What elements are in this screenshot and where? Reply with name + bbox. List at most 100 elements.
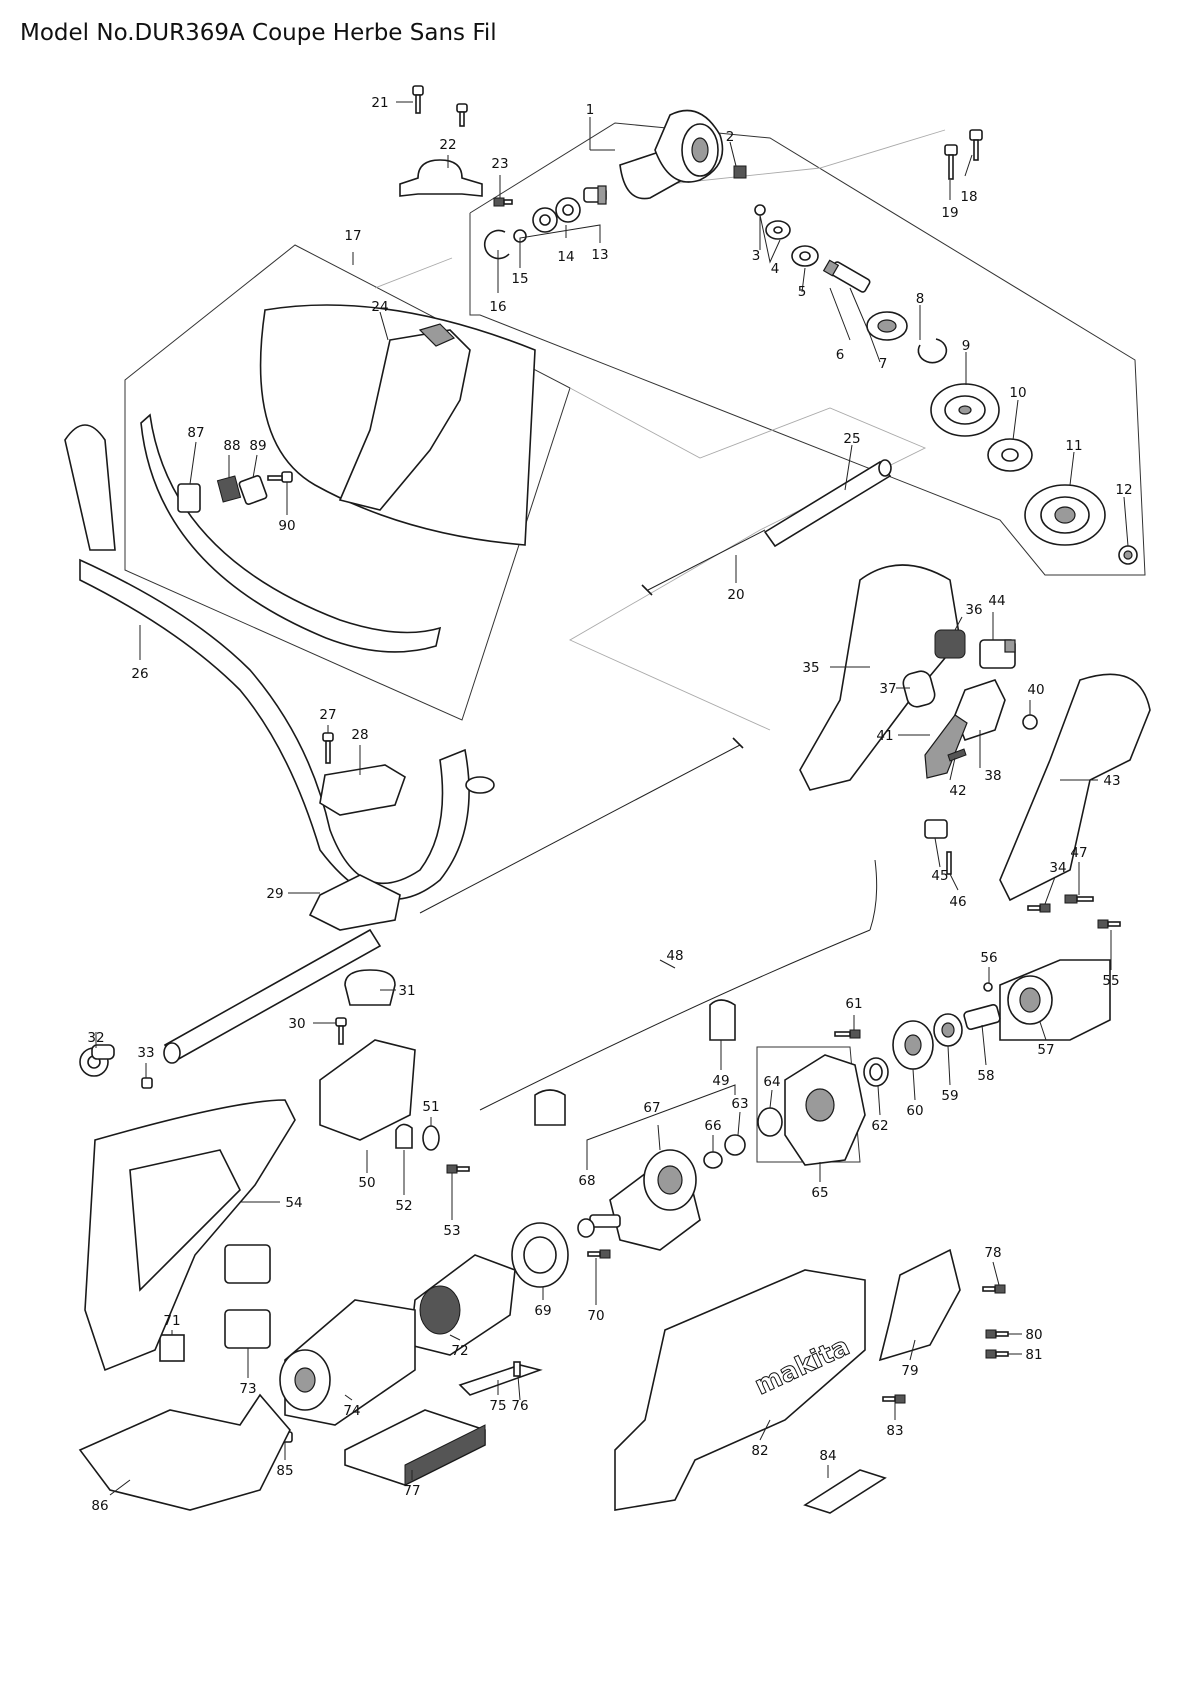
part-2-bolt bbox=[733, 165, 747, 179]
part-20-drive-shaft bbox=[641, 529, 766, 596]
part-68-washer bbox=[577, 1218, 595, 1238]
part-55-screw bbox=[1097, 919, 1121, 929]
part-label-54: 54 bbox=[285, 1195, 302, 1211]
part-label-14: 14 bbox=[557, 249, 574, 265]
part-34-screw bbox=[1027, 903, 1051, 913]
part-label-87: 87 bbox=[187, 425, 204, 441]
part-label-60: 60 bbox=[906, 1103, 923, 1119]
leader-lines bbox=[95, 101, 1129, 1496]
part-63-bushing bbox=[724, 1134, 746, 1156]
part-79-cover bbox=[878, 1248, 961, 1362]
part-label-21: 21 bbox=[371, 95, 388, 111]
part-27-bolt bbox=[322, 732, 334, 764]
part-label-64: 64 bbox=[763, 1074, 780, 1090]
part-73-brush-holder-b bbox=[224, 1244, 271, 1284]
part-1-gear-housing bbox=[619, 109, 724, 200]
part-49-clamp-b bbox=[534, 1089, 566, 1126]
part-label-49: 49 bbox=[712, 1073, 729, 1089]
part-label-6: 6 bbox=[836, 347, 845, 363]
part-label-55: 55 bbox=[1102, 973, 1119, 989]
part-label-67: 67 bbox=[643, 1100, 660, 1116]
part-48-wire-tail bbox=[869, 859, 878, 931]
part-label-23: 23 bbox=[491, 156, 508, 172]
part-84-label bbox=[803, 1469, 887, 1514]
part-label-29: 29 bbox=[266, 886, 283, 902]
part-label-69: 69 bbox=[534, 1303, 551, 1319]
part-80-screw bbox=[985, 1329, 1009, 1339]
part-89-plate bbox=[238, 475, 268, 505]
part-label-73: 73 bbox=[239, 1381, 256, 1397]
part-label-43: 43 bbox=[1103, 773, 1120, 789]
part-43-handle-cover bbox=[999, 673, 1151, 902]
part-31-clamp bbox=[344, 969, 396, 1006]
part-83-screw bbox=[882, 1394, 906, 1404]
part-label-5: 5 bbox=[798, 284, 807, 300]
part-label-25: 25 bbox=[843, 431, 860, 447]
part-label-36: 36 bbox=[965, 602, 982, 618]
part-label-1: 1 bbox=[586, 102, 595, 118]
part-67-armature bbox=[589, 1149, 701, 1251]
part-label-12: 12 bbox=[1115, 482, 1132, 498]
part-74-motor-housing bbox=[279, 1299, 416, 1426]
part-87-blade-holder bbox=[177, 483, 201, 513]
part-64-oring bbox=[757, 1107, 783, 1137]
part-56-washer bbox=[983, 982, 993, 992]
part-label-58: 58 bbox=[977, 1068, 994, 1084]
part-20-drive-shaft-lower bbox=[419, 744, 741, 914]
part-label-11: 11 bbox=[1065, 438, 1082, 454]
part-label-68: 68 bbox=[578, 1173, 595, 1189]
part-70-screw bbox=[587, 1249, 611, 1259]
part-label-72: 72 bbox=[451, 1343, 468, 1359]
part-16-circlip bbox=[483, 229, 510, 260]
part-88-cutter bbox=[216, 475, 242, 503]
part-49-clamp bbox=[709, 999, 736, 1041]
part-18-screw bbox=[969, 129, 983, 161]
part-label-4: 4 bbox=[771, 261, 780, 277]
part-90-screw bbox=[267, 471, 293, 483]
part-40-spring bbox=[1022, 714, 1038, 730]
part-24-guard bbox=[259, 304, 536, 546]
part-77-terminal-block bbox=[344, 1409, 486, 1486]
part-66-washer bbox=[703, 1151, 723, 1169]
part-36-switch bbox=[934, 629, 966, 659]
part-13-spindle bbox=[583, 185, 607, 205]
part-51-ring bbox=[422, 1125, 440, 1151]
part-28-clamp bbox=[319, 764, 406, 816]
part-label-27: 27 bbox=[319, 707, 336, 723]
part-label-89: 89 bbox=[249, 438, 266, 454]
part-32-bracket bbox=[79, 1044, 115, 1077]
part-label-33: 33 bbox=[137, 1045, 154, 1061]
part-label-46: 46 bbox=[949, 894, 966, 910]
part-3-washer bbox=[754, 204, 766, 216]
part-label-84: 84 bbox=[819, 1448, 836, 1464]
part-label-62: 62 bbox=[871, 1118, 888, 1134]
part-73-brush-holder bbox=[224, 1309, 271, 1349]
part-label-19: 19 bbox=[941, 205, 958, 221]
part-label-81: 81 bbox=[1025, 1347, 1042, 1363]
part-label-70: 70 bbox=[587, 1308, 604, 1324]
part-label-40: 40 bbox=[1027, 682, 1044, 698]
part-label-57: 57 bbox=[1037, 1042, 1054, 1058]
part-label-86: 86 bbox=[91, 1498, 108, 1514]
part-label-24: 24 bbox=[371, 299, 388, 315]
part-6-shaft bbox=[822, 259, 871, 293]
part-50-cover bbox=[319, 1039, 416, 1141]
part-47-screw bbox=[1064, 894, 1094, 904]
part-48-wire bbox=[479, 929, 871, 1111]
part-label-76: 76 bbox=[511, 1398, 528, 1414]
part-label-65: 65 bbox=[811, 1185, 828, 1201]
part-label-15: 15 bbox=[511, 271, 528, 287]
part-label-13: 13 bbox=[591, 247, 608, 263]
part-label-2: 2 bbox=[726, 129, 735, 145]
part-label-53: 53 bbox=[443, 1223, 460, 1239]
part-label-52: 52 bbox=[395, 1198, 412, 1214]
part-label-82: 82 bbox=[751, 1443, 768, 1459]
part-label-51: 51 bbox=[422, 1099, 439, 1115]
part-72-stator bbox=[409, 1254, 516, 1356]
part-label-61: 61 bbox=[845, 996, 862, 1012]
part-label-85: 85 bbox=[276, 1463, 293, 1479]
part-label-28: 28 bbox=[351, 727, 368, 743]
part-20-drive-shaft-end bbox=[732, 737, 744, 749]
part-61-screw bbox=[834, 1029, 861, 1039]
part-label-63: 63 bbox=[731, 1096, 748, 1112]
